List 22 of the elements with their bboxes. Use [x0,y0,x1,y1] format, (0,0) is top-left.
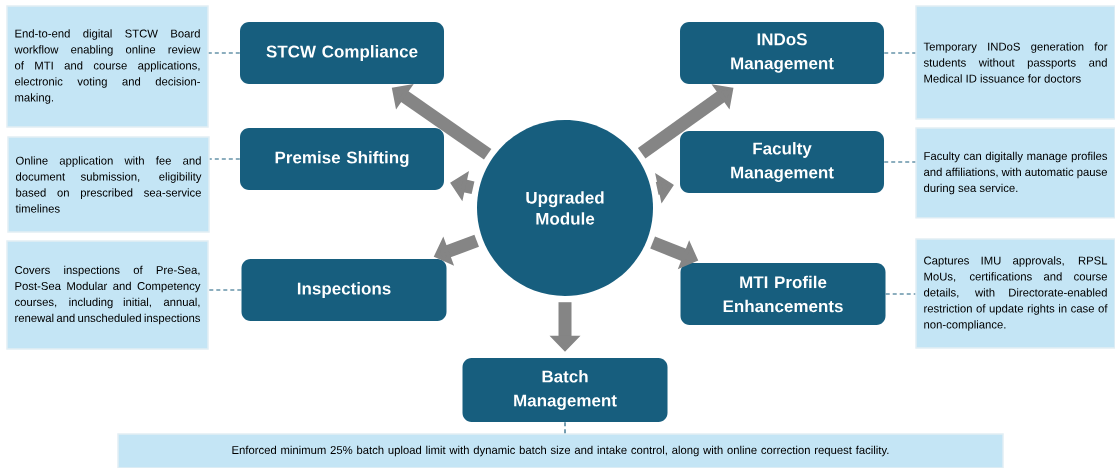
connector-line [208,289,242,291]
block-arrow [637,84,734,159]
description-box: End-to-end digital STCW Board workflow enabling online review of MTI and course applications, electronic voting and decision-making. [6,5,209,128]
connector-line [208,52,241,54]
module-box: Batch Management [462,358,668,422]
description-box: Faculty can digitally manage profiles and affiliations, with automatic pause during sea service. [915,127,1115,219]
connector-line [883,52,916,54]
description-box: Online application with fee and document submission, eligibility based on prescribed sea-service timelines [7,136,210,233]
connector-line [885,293,916,295]
module-box: INDoS Management [680,22,884,84]
module-box: Premise Shifting [240,128,444,190]
module-box: Inspections [241,259,447,321]
description-box: Enforced minimum 25% batch upload limit with dynamic batch size and intake control, along with online correction request facility. [117,433,1004,468]
description-box: Temporary INDoS generation for students without passports and Medical ID issuance for doctors [915,5,1115,120]
description-box: Captures IMU approvals, RPSL MoUs, certifications and course details, with Directorate-enabled restriction of update rights in case of non-compliance. [915,238,1115,349]
connector-line [209,158,241,160]
description-box: Covers inspections of Pre-Sea, Post-Sea Modular and Competency courses, including initial, annual, renewal and unscheduled inspections [6,240,209,350]
connector-line [564,421,566,434]
module-box: STCW Compliance [240,22,444,84]
module-box: MTI Profile Enhancements [680,263,886,325]
connector-line [883,161,916,163]
module-box: Faculty Management [680,131,884,193]
